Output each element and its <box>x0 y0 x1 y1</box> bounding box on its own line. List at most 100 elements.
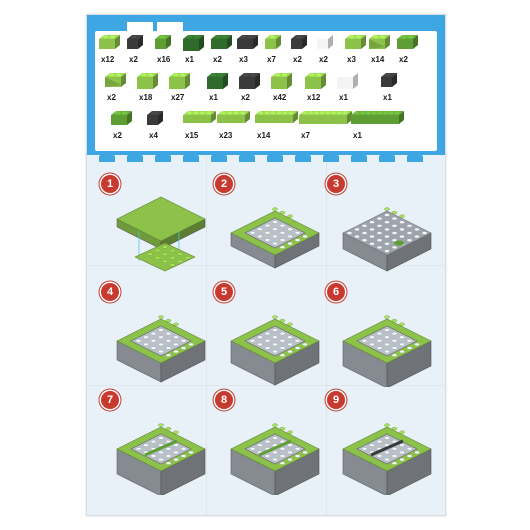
brick-1x1-dark-icon <box>147 111 164 132</box>
part-count: x15 <box>185 131 199 140</box>
build-step: 9 <box>327 391 445 503</box>
part-count: x2 <box>293 55 302 64</box>
panel-notch <box>127 22 153 32</box>
brick-2x2-green-light-icon <box>305 73 327 96</box>
step-number-badge: 2 <box>215 175 233 193</box>
part-count: x1 <box>209 93 218 102</box>
fold-line <box>206 15 207 515</box>
part-count: x16 <box>157 55 171 64</box>
brick-1x1-dark-icon <box>127 35 144 56</box>
step-number-badge: 7 <box>101 391 119 409</box>
build-step: 6 <box>327 283 445 395</box>
stud <box>99 155 115 162</box>
brick-1x1-green-icon <box>155 35 172 56</box>
step-1-model-icon <box>109 179 213 284</box>
brick-1x1-dark-icon <box>381 73 398 94</box>
part-count: x2 <box>399 55 408 64</box>
panel-notch <box>157 22 183 32</box>
brick-2x2-green-dark-icon <box>207 73 229 96</box>
part-count: x3 <box>347 55 356 64</box>
build-step: 8 <box>215 391 333 503</box>
step-4-model-icon <box>109 287 213 392</box>
fold-line <box>87 265 445 266</box>
stud <box>127 155 143 162</box>
step-5-model-icon <box>223 287 327 392</box>
part-count: x12 <box>101 55 115 64</box>
slope-green-light-icon <box>105 73 127 94</box>
part-count: x2 <box>241 93 250 102</box>
step-6-model-icon <box>335 287 439 392</box>
step-9-model-icon <box>335 395 439 500</box>
part-count: x4 <box>149 131 158 140</box>
part-count: x27 <box>171 93 185 102</box>
step-3-model-icon <box>335 179 439 284</box>
step-number-badge: 4 <box>101 283 119 301</box>
part-count: x12 <box>307 93 321 102</box>
brick-2x2-dark-icon <box>239 73 261 96</box>
stud <box>295 155 311 162</box>
step-7-model-icon <box>109 395 213 500</box>
build-step: 3 <box>327 175 445 287</box>
stud <box>211 155 227 162</box>
part-count: x2 <box>319 55 328 64</box>
build-step: 2 <box>215 175 333 287</box>
part-count: x1 <box>383 93 392 102</box>
step-number-badge: 8 <box>215 391 233 409</box>
brick-1x1-green-light-icon <box>265 35 282 56</box>
step-number-badge: 6 <box>327 283 345 301</box>
plate-1x6-green-light-icon <box>255 111 299 130</box>
brick-1x2-green-light-icon <box>99 35 121 56</box>
stud <box>351 155 367 162</box>
brick-1x2-green-icon <box>397 35 419 56</box>
stud <box>323 155 339 162</box>
brick-2x2-green-light-icon <box>137 73 159 96</box>
stud <box>407 155 423 162</box>
brick-1x2-black-icon <box>237 35 259 56</box>
step-8-model-icon <box>223 395 327 500</box>
step-2-model-icon <box>223 179 327 284</box>
part-count: x1 <box>185 55 194 64</box>
brick-2x2-white-icon <box>337 73 359 96</box>
part-count: x18 <box>139 93 153 102</box>
plate-1x8-green-light-icon <box>299 111 353 131</box>
part-count: x7 <box>301 131 310 140</box>
fold-line <box>326 15 327 515</box>
part-count: x1 <box>353 131 362 140</box>
brick-1x1-white-icon <box>317 35 334 56</box>
plate-1x4-green-light-icon <box>217 111 251 130</box>
stud <box>183 155 199 162</box>
part-count: x7 <box>267 55 276 64</box>
part-count: x2 <box>113 131 122 140</box>
brick-2x2-green-light-icon <box>271 73 293 96</box>
build-step: 1 <box>101 175 219 287</box>
stud <box>267 155 283 162</box>
plate-1x4-green-light-icon <box>183 111 217 130</box>
stud <box>155 155 171 162</box>
part-count: x2 <box>107 93 116 102</box>
brick-1x1-dark-icon <box>291 35 308 56</box>
part-count: x23 <box>219 131 233 140</box>
brick-2x2-green-light-icon <box>169 73 191 96</box>
brick-1x2-dark-green-icon <box>211 35 233 56</box>
brick-1x2-green-icon <box>111 111 133 132</box>
fold-line <box>87 385 445 386</box>
build-step: 5 <box>215 283 333 395</box>
part-count: x14 <box>371 55 385 64</box>
part-count: x14 <box>257 131 271 140</box>
step-number-badge: 9 <box>327 391 345 409</box>
plate-1x8-green-icon <box>351 111 405 131</box>
step-number-badge: 3 <box>327 175 345 193</box>
step-number-badge: 1 <box>101 175 119 193</box>
stud-border <box>87 155 445 165</box>
part-count: x1 <box>339 93 348 102</box>
part-count: x2 <box>129 55 138 64</box>
brick-2x2-green-dark-icon <box>183 35 205 58</box>
stud <box>239 155 255 162</box>
build-step: 4 <box>101 283 219 395</box>
slope-green-light-icon <box>369 35 391 56</box>
part-count: x42 <box>273 93 287 102</box>
brick-1x2-green-light-icon <box>345 35 367 56</box>
